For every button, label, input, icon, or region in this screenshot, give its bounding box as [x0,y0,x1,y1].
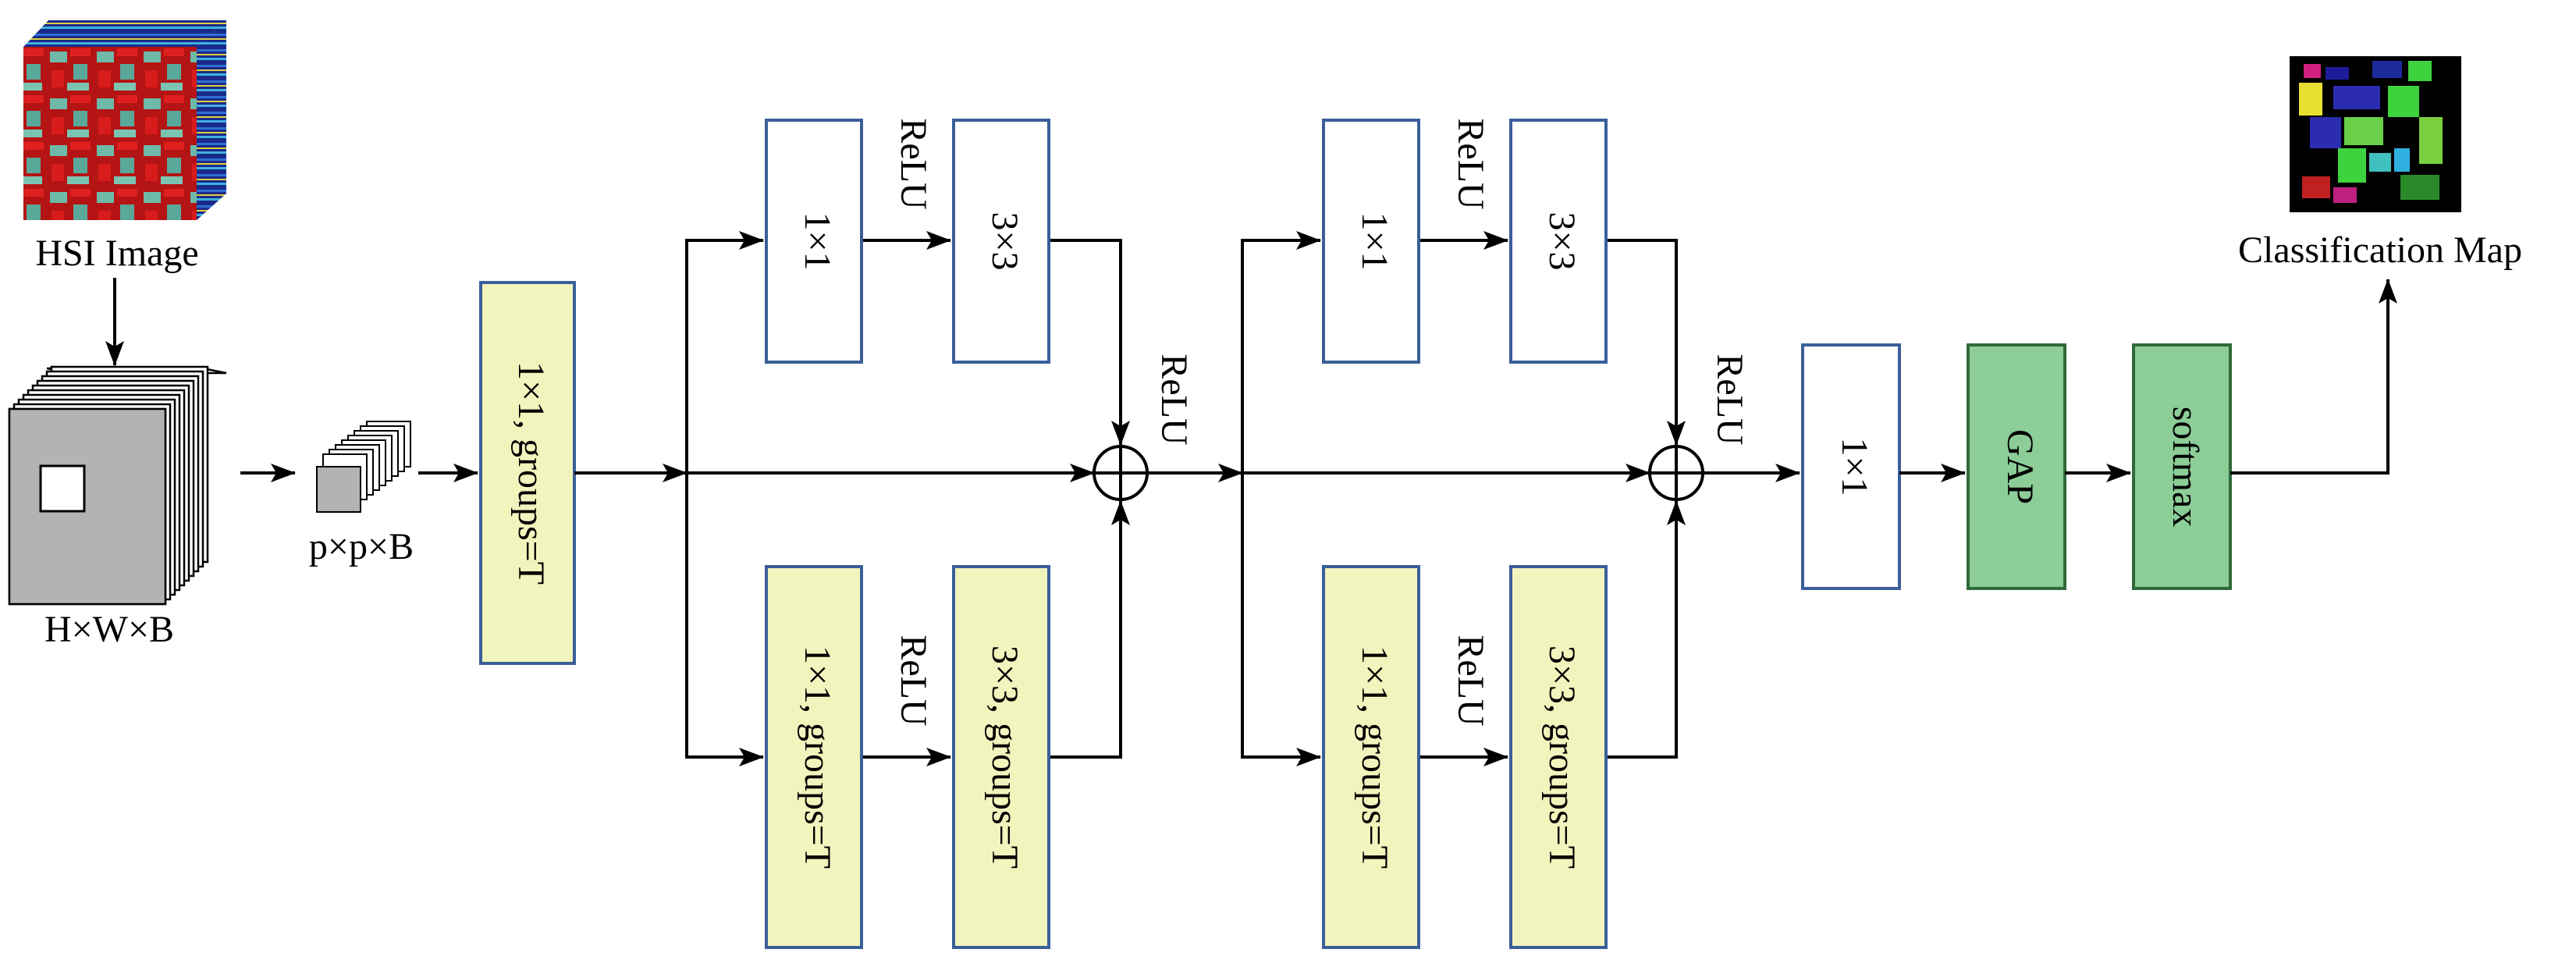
block1-bottom-conv2-box: 3×3, groups=T [952,565,1050,949]
stem-conv-box: 1×1, groups=T [479,281,576,665]
classification-map-image [2290,56,2461,212]
patch-size-label: p×p×B [309,526,414,567]
block2-top-conv1-box: 1×1 [1322,119,1420,364]
block1-bottom-conv2-label: 3×3, groups=T [984,645,1025,869]
block2-bottom-conv1-label: 1×1, groups=T [1354,645,1395,869]
classification-map-label: Classification Map [2238,229,2522,271]
residual-block-1 [685,231,1243,766]
block2-top-conv2-label: 3×3 [1541,212,1583,270]
block2-top-conv2-box: 3×3 [1509,119,1608,364]
block1-top-relu-label: ReLU [893,118,934,209]
block2-top-relu-label: ReLU [1450,118,1491,209]
gap-box: GAP [1967,343,2066,590]
block2-top-conv1-label: 1×1 [1354,212,1395,270]
block1-bottom-relu-label: ReLU [893,635,934,726]
block1-top-conv2-box: 3×3 [952,119,1050,364]
block2-bottom-conv2-label: 3×3, groups=T [1541,645,1583,869]
block1-sum-relu-label: ReLU [1153,354,1195,445]
softmax-label: softmax [2165,407,2206,528]
hsi-data-cube [8,365,227,606]
block1-bottom-conv1-label: 1×1, groups=T [797,645,838,869]
arrow-softmax-to-output [2230,279,2397,475]
hsi-image-label: HSI Image [35,233,198,274]
cube-size-label: H×W×B [44,609,174,650]
head-conv-label: 1×1 [1834,437,1875,496]
gap-label: GAP [1999,429,2041,504]
residual-block-2 [1241,231,1800,766]
stem-conv-label: 1×1, groups=T [510,361,552,585]
patch-stack [316,421,411,513]
block1-sum-node [1093,445,1149,501]
hsi-image-cube [23,20,226,220]
block2-bottom-conv1-box: 1×1, groups=T [1322,565,1420,949]
block2-sum-relu-label: ReLU [1709,354,1750,445]
block1-bottom-conv1-box: 1×1, groups=T [765,565,863,949]
softmax-box: softmax [2132,343,2232,590]
block1-top-conv1-label: 1×1 [797,212,838,270]
block1-top-conv1-box: 1×1 [765,119,863,364]
block2-bottom-relu-label: ReLU [1450,635,1491,726]
head-conv-box: 1×1 [1801,343,1901,590]
block1-top-conv2-label: 3×3 [984,212,1025,270]
block2-bottom-conv2-box: 3×3, groups=T [1509,565,1608,949]
block2-sum-node [1648,445,1704,501]
